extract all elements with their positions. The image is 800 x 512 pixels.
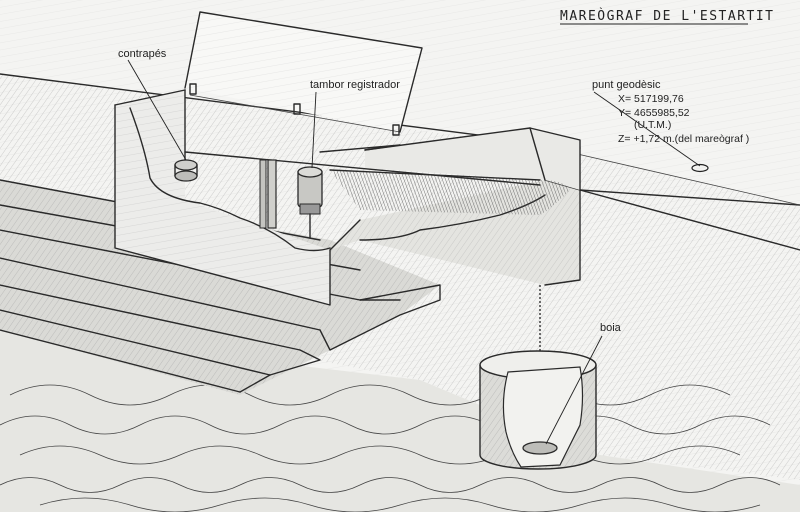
leader-tambor <box>311 91 317 169</box>
quay-edge-line <box>559 149 800 206</box>
leader-boia <box>545 335 603 445</box>
diagram-title: MAREÒGRAF DE L'ESTARTIT <box>560 8 775 24</box>
coord-z: Z= +1,72 m.(del mareògraf ) <box>618 133 749 145</box>
label-contrapes: contrapés <box>118 48 167 60</box>
housing-box <box>114 89 581 306</box>
coord-x: X= 517199,76 <box>618 93 684 105</box>
leader-contrapes <box>127 59 187 161</box>
label-punt-geodesic: punt geodèsic <box>592 79 661 91</box>
open-lid <box>184 11 423 136</box>
coord-utm: (U.T.M.) <box>634 119 671 131</box>
label-tambor-registrador: tambor registrador <box>310 79 400 91</box>
buoy <box>522 441 558 455</box>
coord-y: Y= 4655985,52 <box>618 107 690 119</box>
stilling-well <box>479 350 597 470</box>
label-boia: boia <box>600 322 622 334</box>
leader-punt <box>593 91 701 167</box>
boardwalk <box>0 179 441 395</box>
geodesic-point-marker <box>691 163 709 173</box>
mechanism <box>174 151 541 239</box>
